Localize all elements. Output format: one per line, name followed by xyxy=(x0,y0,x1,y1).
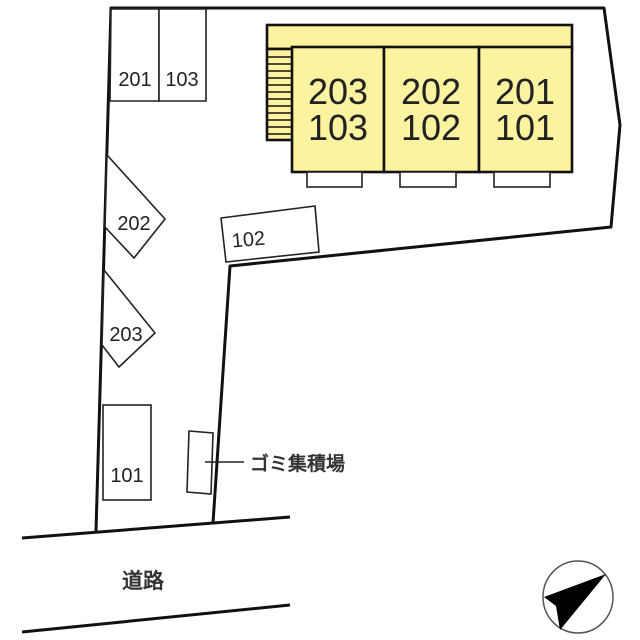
parking-space-203-diamond[interactable] xyxy=(101,267,157,369)
garbage-area[interactable] xyxy=(186,430,214,495)
parking-label-203: 203 xyxy=(109,324,142,346)
parking-space-202-diamond[interactable] xyxy=(104,152,167,260)
parking-label-103: 103 xyxy=(165,69,198,91)
balcony-3 xyxy=(493,171,551,188)
north-arrow-icon xyxy=(542,560,614,634)
road-edge-lower xyxy=(21,603,291,634)
parking-space-101[interactable] xyxy=(102,404,152,501)
building-corridor xyxy=(265,23,574,51)
stairs xyxy=(265,47,295,142)
unit-label-upper: 201 xyxy=(495,71,555,112)
unit-label-lower: 101 xyxy=(495,107,555,148)
unit-label-upper: 202 xyxy=(401,71,461,112)
unit-label-lower: 102 xyxy=(401,107,461,148)
parking-label-102: 102 xyxy=(231,228,266,253)
parking-label-201: 201 xyxy=(118,69,151,91)
balcony-1 xyxy=(306,171,363,188)
unit-label-lower: 103 xyxy=(308,107,368,148)
parking-label-101: 101 xyxy=(110,465,143,487)
unit-label-upper: 203 xyxy=(308,71,368,112)
unit-block-202-102[interactable] xyxy=(382,45,481,174)
garbage-label: ゴミ集積場 xyxy=(250,452,345,475)
balcony-2 xyxy=(399,171,457,188)
road-edge-upper xyxy=(21,515,291,540)
property-boundary xyxy=(94,6,622,532)
parking-space-102[interactable] xyxy=(220,205,320,263)
parking-label-202: 202 xyxy=(117,213,150,235)
parking-space-103-top[interactable] xyxy=(158,8,207,102)
road-label: 道路 xyxy=(122,569,165,593)
